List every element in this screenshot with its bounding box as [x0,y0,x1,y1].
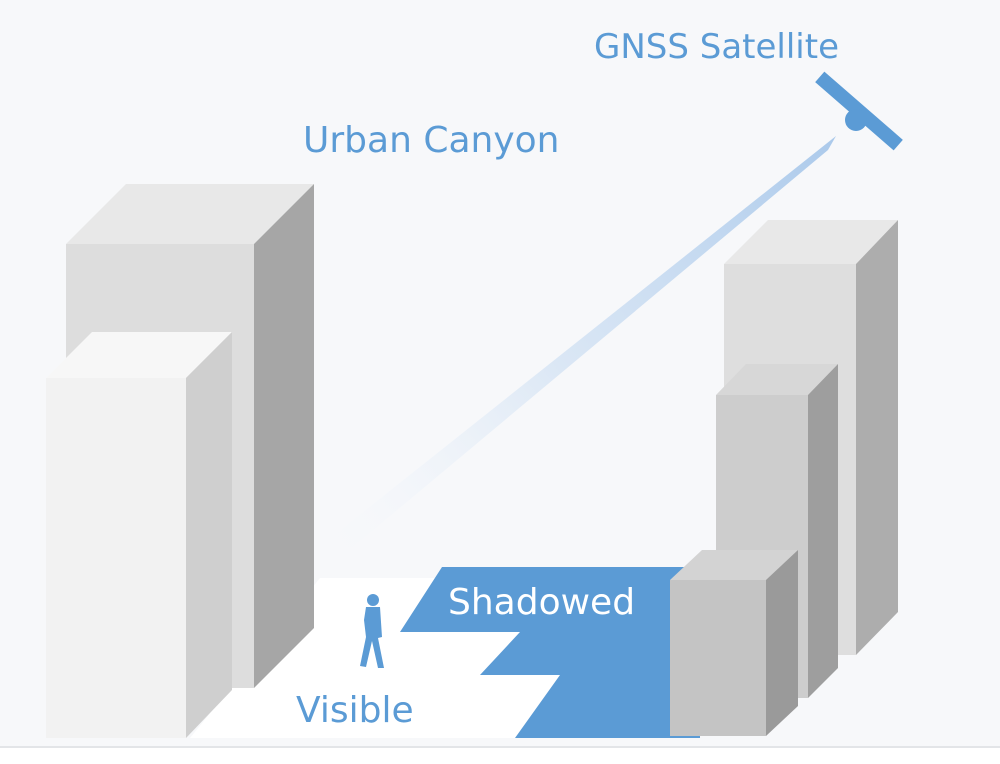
shadowed-street-area [400,567,700,738]
satellite-label: GNSS Satellite [594,27,839,67]
pedestrian-icon [360,594,384,668]
urban-canyon-label: Urban Canyon [303,120,559,161]
visible-street-area [190,578,560,738]
right-front-building [670,550,798,736]
visible-label: Visible [296,690,414,731]
satellite-signal-beam [318,136,836,562]
left-front-building [46,332,232,738]
satellite-icon [815,71,903,151]
shadowed-label: Shadowed [448,582,635,623]
